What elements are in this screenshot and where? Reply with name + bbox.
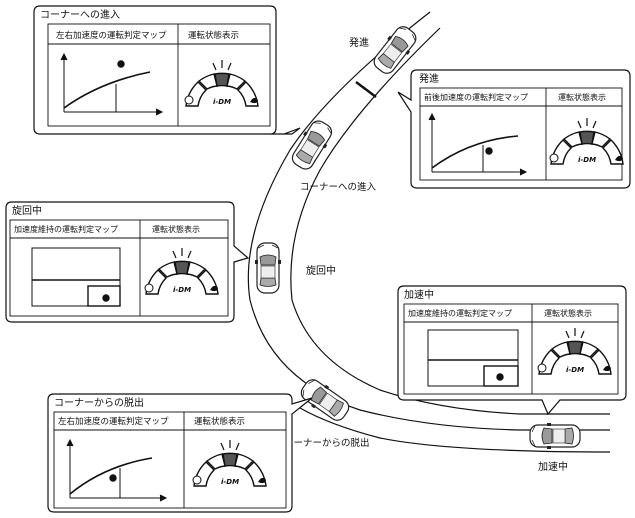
turtle-icon — [537, 363, 547, 373]
idm-indicator-icon: i-DM — [184, 59, 259, 107]
turtle-icon — [144, 283, 154, 293]
hare-icon — [210, 285, 218, 292]
map-header: 加速度維持の運転判定マップ — [14, 224, 118, 234]
status-header: 運転状態表示 — [152, 224, 200, 234]
hare-icon — [250, 97, 258, 104]
road-label-start: 発進 — [349, 36, 369, 49]
map-header: 左右加速度の運転判定マップ — [56, 30, 167, 41]
idm-logo: i-DM — [173, 286, 191, 294]
map-header: 加速度維持の運転判定マップ — [408, 308, 512, 318]
panel-title: コーナーからの脱出 — [54, 396, 144, 409]
turtle-icon — [184, 95, 194, 105]
turtle-icon — [192, 475, 202, 485]
idm-indicator-icon: i-DM — [549, 117, 624, 165]
car-top-view-icon — [287, 116, 337, 174]
map-header: 左右加速度の運転判定マップ — [58, 416, 169, 427]
idm-indicator-icon: i-DM — [537, 327, 612, 375]
hare-icon — [603, 365, 611, 372]
status-header: 運転状態表示 — [558, 92, 606, 102]
judgement-map — [60, 52, 164, 116]
road-label-accelerating: 加速中 — [538, 460, 568, 473]
car-top-view-icon — [368, 21, 422, 79]
idm-logo: i-DM — [213, 98, 231, 106]
hare-icon — [258, 477, 266, 484]
panel-corner-exit: コーナーからの脱出 左右加速度の運転判定マップ 運転状態表示 i-DM — [47, 393, 313, 513]
road-label-turning: 旋回中 — [306, 264, 336, 277]
hare-icon — [615, 155, 623, 162]
idm-indicator-icon: i-DM — [144, 247, 219, 295]
map-header: 前後加速度の運転判定マップ — [424, 92, 528, 102]
status-header: 運転状態表示 — [188, 30, 239, 41]
road-label-corner-exit: コーナーからの脱出 — [284, 437, 370, 449]
panel-start: 発進 前後加速度の運転判定マップ 運転状態表示 i-DM — [397, 69, 631, 189]
judgement-map — [31, 247, 121, 307]
idm-logo: i-DM — [566, 366, 584, 374]
idm-logo: i-DM — [578, 156, 596, 164]
judgement-map — [428, 112, 528, 176]
idm-indicator-icon: i-DM — [192, 439, 267, 487]
panel-corner-entry: コーナーへの進入 左右加速度の運転判定マップ 運転状態表示 i-DM — [33, 5, 301, 135]
road — [247, 11, 611, 453]
car-top-view-icon — [529, 422, 581, 450]
panel-title: コーナーへの進入 — [40, 9, 120, 21]
road-label-corner-entry: コーナーへの進入 — [300, 181, 377, 193]
panel-title: 発進 — [419, 72, 439, 85]
panel-title: 旋回中 — [12, 204, 42, 217]
panel-title: 加速中 — [404, 288, 434, 301]
panel-turning: 旋回中 加速度維持の運転判定マップ 運転状態表示 i-DM — [5, 201, 250, 323]
idm-logo: i-DM — [221, 478, 239, 486]
panel-accelerating: 加速中 加速度維持の運転判定マップ 運転状態表示 i-DM — [397, 285, 627, 416]
status-header: 運転状態表示 — [544, 308, 592, 318]
car-top-view-icon — [254, 242, 282, 294]
judgement-map — [427, 329, 519, 387]
judgement-map — [66, 438, 168, 502]
status-header: 運転状態表示 — [194, 416, 245, 427]
turtle-icon — [549, 153, 559, 163]
